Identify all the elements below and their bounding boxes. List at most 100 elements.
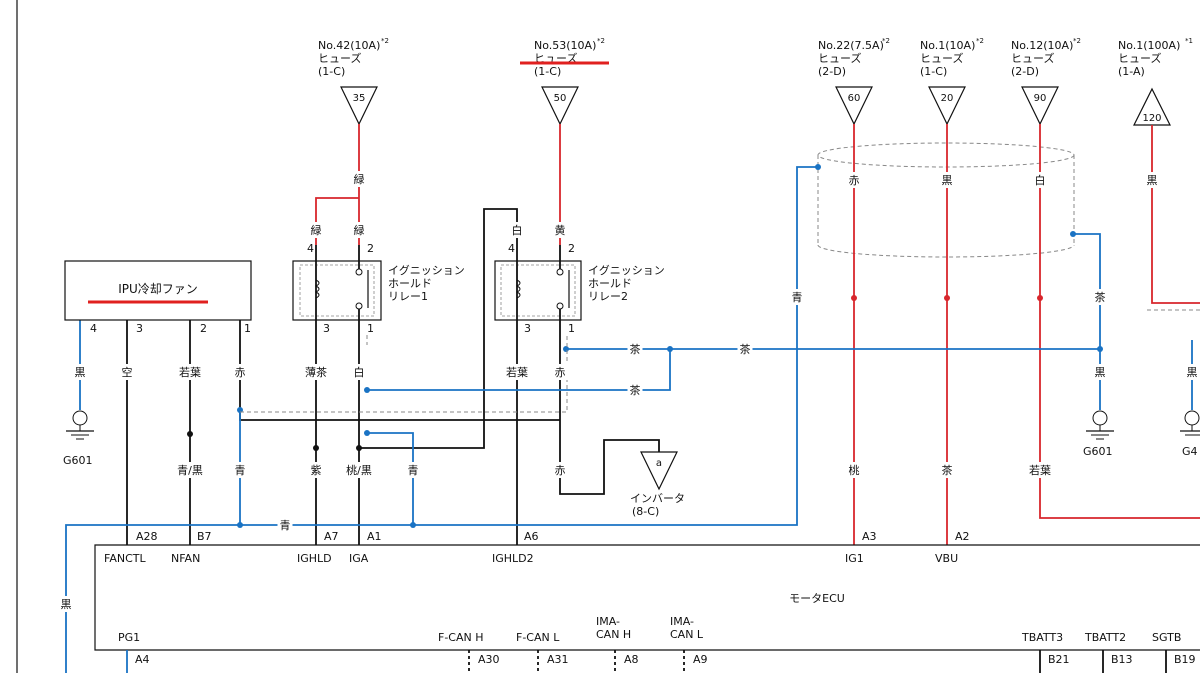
- fuse-name: No.42(10A): [318, 39, 380, 52]
- svg-text:4: 4: [307, 242, 314, 255]
- svg-text:B19: B19: [1174, 653, 1196, 666]
- fuse-loc: (1-C): [318, 65, 345, 78]
- wire-color-label: 赤: [555, 464, 566, 477]
- shield-cylinder: [817, 142, 1075, 258]
- svg-text:No.1(100A): No.1(100A): [1118, 39, 1180, 52]
- svg-text:A6: A6: [524, 530, 539, 543]
- svg-text:VBU: VBU: [935, 552, 958, 565]
- wire-color-label: 黄: [555, 223, 566, 237]
- wire-color-label: 茶: [1095, 291, 1106, 304]
- svg-text:ヒューズ: ヒューズ: [920, 51, 963, 65]
- blue-wires: [65, 164, 1193, 673]
- wire-color-label: 白: [1035, 173, 1046, 187]
- red-wires: [315, 124, 1200, 545]
- ecu-label: モータECU: [789, 592, 845, 605]
- svg-text:4: 4: [90, 322, 97, 335]
- fuse-f42: No.42(10A) *2 ヒューズ (1-C) 35: [318, 37, 389, 126]
- svg-text:B13: B13: [1111, 653, 1133, 666]
- connector-triangle-icon: [640, 451, 678, 491]
- ipu-fan-box: IPU冷却ファン 4 3 2 1: [64, 260, 252, 335]
- fuse-triangle-icon: [928, 86, 966, 126]
- svg-text:No.53(10A): No.53(10A): [534, 39, 596, 52]
- ground-1: G601: [63, 410, 94, 467]
- svg-text:IGA: IGA: [349, 552, 369, 565]
- svg-text:1: 1: [244, 322, 251, 335]
- wire-color-label: 空: [122, 365, 133, 379]
- svg-text:a: a: [656, 458, 662, 469]
- svg-text:1: 1: [568, 322, 575, 335]
- svg-text:3: 3: [136, 322, 143, 335]
- wire-color-label: 黒: [942, 174, 953, 187]
- wire-color-label: 緑: [354, 223, 365, 237]
- svg-text:イグニッション: イグニッション: [388, 263, 465, 277]
- wire-color-label: 黒: [1187, 366, 1198, 379]
- svg-text:ヒューズ: ヒューズ: [1011, 51, 1054, 65]
- svg-text:F-CAN L: F-CAN L: [516, 631, 560, 644]
- svg-text:1: 1: [367, 322, 374, 335]
- svg-text:リレー2: リレー2: [588, 290, 628, 303]
- wire-color-label: 薄茶: [305, 365, 327, 379]
- svg-text:4: 4: [508, 242, 515, 255]
- wire-color-label: 若葉: [506, 365, 528, 379]
- wire-color-label: 桃/黒: [346, 463, 372, 477]
- wire-color-label: 黒: [1095, 366, 1106, 379]
- wire-color-label: 青: [408, 464, 419, 477]
- svg-text:A2: A2: [955, 530, 970, 543]
- svg-text:A1: A1: [367, 530, 382, 543]
- svg-text:イグニッション: イグニッション: [588, 263, 665, 277]
- wire-color-label: 若葉: [179, 365, 201, 379]
- fuse-f53: No.53(10A) *2 ヒューズ (1-C) 50: [520, 37, 609, 126]
- svg-text:(2-D): (2-D): [1011, 65, 1039, 78]
- svg-text:A9: A9: [693, 653, 708, 666]
- svg-text:IGHLD: IGHLD: [297, 552, 332, 565]
- svg-text:(2-D): (2-D): [818, 65, 846, 78]
- svg-text:20: 20: [941, 93, 954, 104]
- wire-color-label: 黒: [1147, 174, 1158, 187]
- coil-icon: [314, 279, 320, 299]
- dashed-shield-lines: [240, 309, 1200, 413]
- fuse-f1: No.1(10A) *2 ヒューズ (1-C) 20: [920, 37, 984, 126]
- wire-color-label: 白: [354, 365, 365, 379]
- svg-text:No.12(10A): No.12(10A): [1011, 39, 1073, 52]
- wire-color-label: 茶: [630, 384, 641, 397]
- svg-text:2: 2: [200, 322, 207, 335]
- wire-color-label: 赤: [555, 366, 566, 379]
- fuse-kind: ヒューズ: [318, 51, 361, 65]
- svg-text:A8: A8: [624, 653, 639, 666]
- svg-text:A7: A7: [324, 530, 339, 543]
- svg-text:A30: A30: [478, 653, 500, 666]
- wire-color-labels: 緑緑緑白黄赤黒白黒青茶黒空若葉赤薄茶白若葉赤茶茶茶黒黒青/黒青紫桃/黒青赤桃茶若…: [58, 171, 1200, 612]
- wire-color-label: 赤: [235, 366, 246, 379]
- svg-text:リレー1: リレー1: [388, 290, 428, 303]
- fuse-triangle-icon: [340, 86, 378, 126]
- svg-text:120: 120: [1142, 113, 1161, 124]
- wire-color-label: 紫: [311, 464, 322, 477]
- svg-text:A31: A31: [547, 653, 569, 666]
- svg-text:No.1(10A): No.1(10A): [920, 39, 975, 52]
- motor-ecu: モータECU: [94, 544, 1200, 651]
- svg-text:(8-C): (8-C): [632, 505, 659, 518]
- ground-label: G601: [1083, 445, 1113, 458]
- wire-color-label: 黒: [61, 598, 72, 611]
- wire-color-label: 茶: [630, 343, 641, 356]
- svg-text:*2: *2: [381, 37, 389, 45]
- svg-text:*2: *2: [597, 37, 605, 45]
- svg-text:CAN L: CAN L: [670, 628, 704, 641]
- svg-text:FANCTL: FANCTL: [104, 552, 146, 565]
- wire-color-label: 赤: [849, 174, 860, 187]
- wire-color-label: 青: [792, 291, 803, 304]
- fuse-f1b: No.1(100A) *1 ヒューズ (1-A) 120: [1118, 37, 1193, 126]
- svg-text:50: 50: [554, 93, 567, 104]
- svg-text:ホールド: ホールド: [588, 277, 632, 290]
- svg-text:A28: A28: [136, 530, 158, 543]
- relay-2: 4 2 3 1 イグニッション ホールド リレー2: [494, 242, 665, 335]
- svg-text:(1-C): (1-C): [920, 65, 947, 78]
- svg-text:*2: *2: [976, 37, 984, 45]
- wire-color-label: 若葉: [1029, 463, 1051, 477]
- svg-text:IMA-: IMA-: [596, 615, 620, 628]
- svg-text:60: 60: [848, 93, 861, 104]
- svg-text:NFAN: NFAN: [171, 552, 200, 565]
- svg-text:F-CAN H: F-CAN H: [438, 631, 484, 644]
- svg-text:PG1: PG1: [118, 631, 140, 644]
- ipu-fan-label: IPU冷却ファン: [118, 282, 198, 296]
